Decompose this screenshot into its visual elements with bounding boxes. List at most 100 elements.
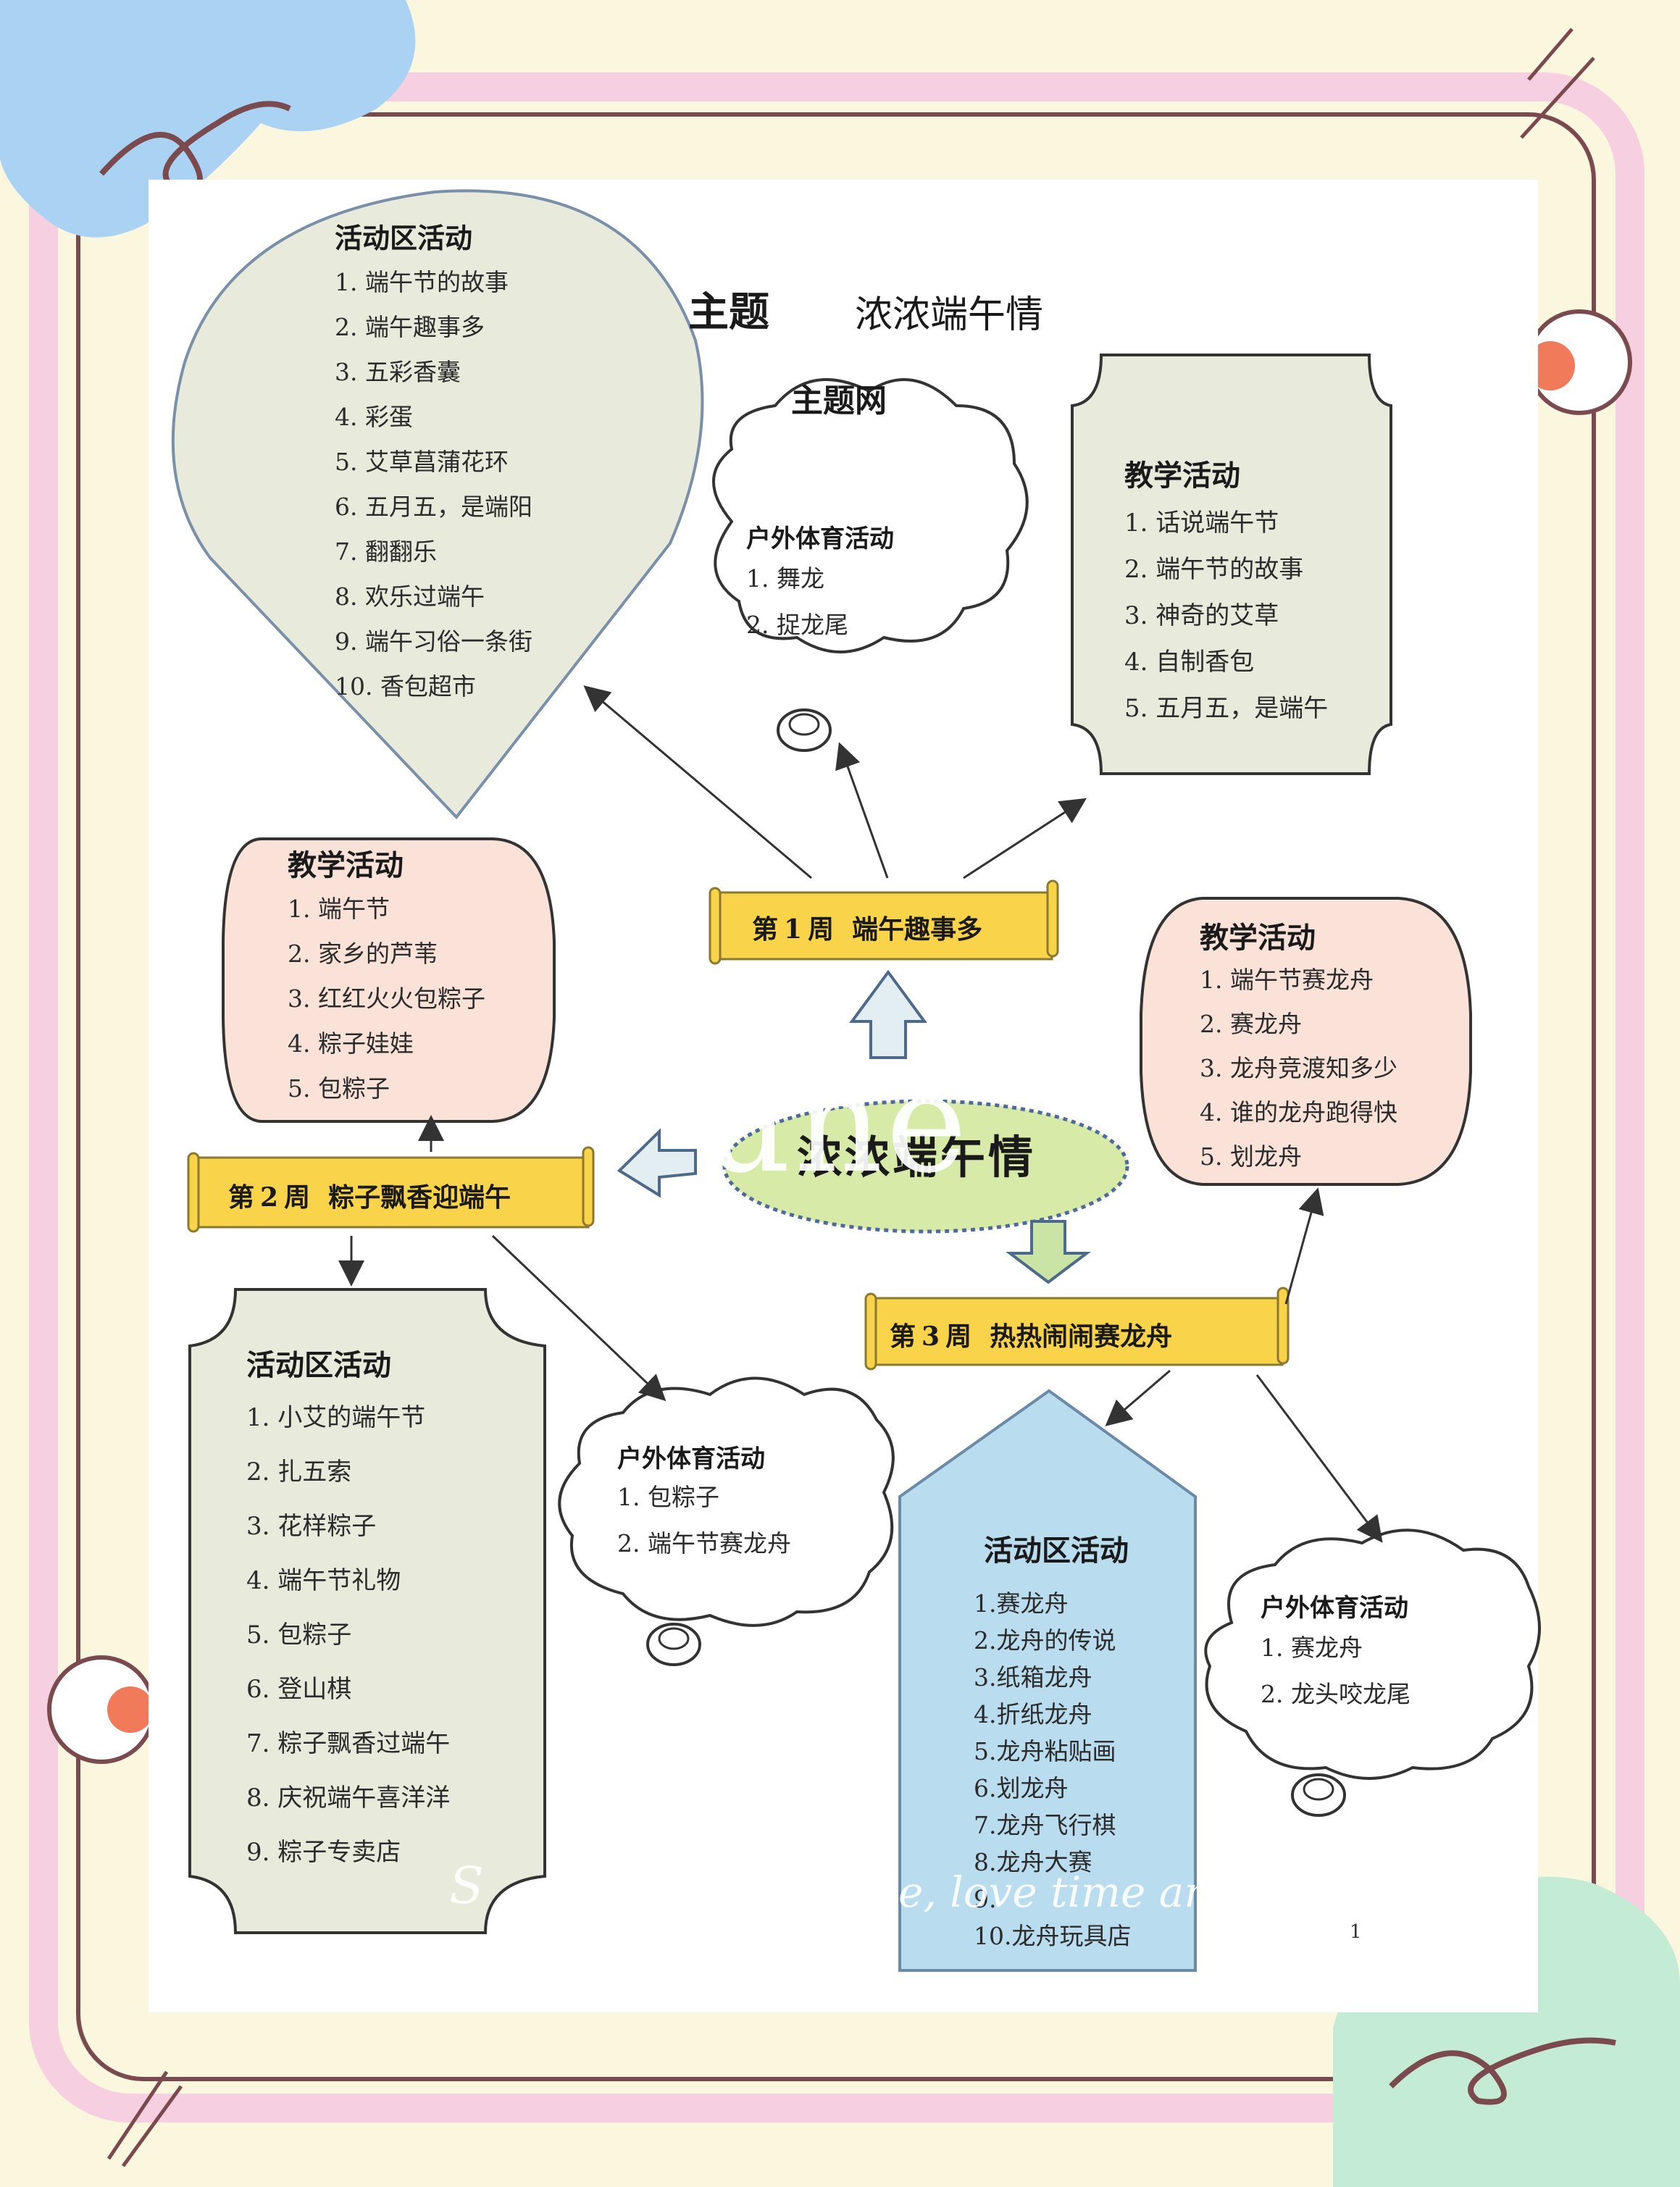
list-item: 4. 彩蛋: [335, 403, 413, 431]
center-down-arrow: [1006, 1220, 1091, 1284]
list-item: 5. 划龙舟: [1200, 1142, 1302, 1171]
blue-blob-decoration: [0, 0, 416, 238]
week1-teaching-shape: [1071, 354, 1392, 775]
week3-teaching-box: 教学活动 1. 端午节赛龙舟 2. 赛龙舟 3. 龙舟竞渡知多少 4. 谁的龙舟…: [1200, 914, 1397, 1179]
list-item: 4. 端午节礼物: [246, 1566, 401, 1595]
list-item: 1. 话说端午节: [1124, 509, 1279, 538]
flower-decoration-right: [1526, 309, 1632, 415]
week3-teaching-shape: [1140, 897, 1472, 1186]
list-item: 8. 欢乐过端午: [335, 582, 485, 611]
list-item: 5. 包粽子: [288, 1074, 390, 1103]
slash-decoration-bottom: [106, 2070, 183, 2167]
week2-teaching-box: 教学活动 1. 端午节 2. 家乡的芦苇 3. 红红火火包粽子 4. 粽子娃娃 …: [288, 842, 485, 1111]
week2-prefix: 第: [228, 1183, 255, 1213]
week2-area-list: 1. 小艾的端午节 2. 扎五索 3. 花样粽子 4. 端午节礼物 5. 包粽子…: [246, 1391, 450, 1880]
week3-prefix: 第: [890, 1322, 916, 1352]
list-item: 3. 花样粽子: [246, 1512, 377, 1541]
list-item: 7. 翻翻乐: [335, 538, 437, 566]
list-item: 8. 庆祝端午喜洋洋: [246, 1784, 451, 1812]
flower-decoration-left: [47, 1655, 156, 1764]
list-item: 1. 舞龙: [746, 564, 824, 593]
week3-area-list: 1.赛龙舟 2.龙舟的传说 3.纸箱龙舟 4.折纸龙舟 5.龙舟粘贴画 6.划龙…: [974, 1585, 1131, 1954]
list-item: 2. 端午节的故事: [1124, 555, 1304, 584]
week3-area-title: 活动区活动: [984, 1534, 1129, 1568]
list-item: 2. 家乡的芦苇: [288, 940, 438, 968]
week2-suffix: 周: [284, 1183, 311, 1213]
list-item: 3. 龙舟竞渡知多少: [1200, 1054, 1397, 1082]
list-item: 10.龙舟玩具店: [974, 1922, 1132, 1950]
center-left-arrow: [617, 1128, 697, 1198]
week1-name: 端午趣事多: [852, 915, 983, 945]
week1-number: 1: [784, 914, 803, 945]
week2-teaching-shape: [222, 837, 556, 1123]
list-item: 7.龙舟飞行棋: [974, 1811, 1116, 1839]
theme-label: 主题: [688, 289, 769, 336]
list-item: 4.折纸龙舟: [974, 1700, 1092, 1728]
week1-teaching-list: 1. 话说端午节 2. 端午节的故事 3. 神奇的艾草 4. 自制香包 5. 五…: [1124, 500, 1328, 732]
week3-suffix: 周: [945, 1322, 972, 1352]
week2-outdoor-list: 1. 包粽子 2. 端午节赛龙舟: [617, 1474, 791, 1567]
arrow-w2-to-outdoor: [491, 1234, 666, 1402]
arrow-w1-to-teaching: [963, 798, 1087, 879]
center-up-arrow: [849, 969, 927, 1059]
week2-teaching-title: 教学活动: [288, 849, 404, 882]
arrow-w3-to-outdoor: [1255, 1374, 1383, 1543]
list-item: 2. 端午节赛龙舟: [617, 1529, 791, 1557]
list-item: 1. 端午节赛龙舟: [1200, 966, 1374, 994]
list-item: 9.: [974, 1885, 997, 1913]
week3-area-shape: [898, 1389, 1197, 1972]
list-item: 1. 端午节的故事: [335, 268, 509, 296]
slash-decoration: [1520, 28, 1595, 139]
list-item: 7. 粽子飘香过端午: [246, 1729, 451, 1758]
week1-area-box: 活动区活动 1. 端午节的故事 2. 端午趣事多 3. 五彩香囊 4. 彩蛋 5…: [335, 216, 532, 709]
week1-prefix: 第: [752, 915, 779, 945]
week2-number: 2: [260, 1182, 279, 1213]
center-ellipse: [722, 1099, 1129, 1234]
squiggle-decoration-bottom: [1389, 2037, 1616, 2105]
list-item: 2. 赛龙舟: [1200, 1010, 1302, 1038]
list-item: 1. 赛龙舟: [1261, 1634, 1363, 1662]
week1-outdoor-title: 户外体育活动: [746, 524, 894, 553]
list-item: 6. 登山棋: [246, 1675, 352, 1704]
week2-outdoor-title: 户外体育活动: [617, 1444, 765, 1473]
list-item: 1. 小艾的端午节: [246, 1403, 426, 1432]
list-item: 1. 包粽子: [617, 1483, 719, 1511]
week3-area-box: 活动区活动 1.赛龙舟 2.龙舟的传说 3.纸箱龙舟 4.折纸龙舟 5.龙舟粘贴…: [974, 1527, 1131, 1954]
week2-banner-shape: [187, 1146, 595, 1233]
week1-area-title: 活动区活动: [335, 222, 473, 254]
list-item: 5. 包粽子: [246, 1621, 352, 1649]
list-item: 5.龙舟粘贴画: [974, 1737, 1116, 1765]
list-item: 2. 龙头咬龙尾: [1261, 1680, 1411, 1708]
list-item: 2. 扎五索: [246, 1458, 352, 1486]
list-item: 3. 神奇的艾草: [1124, 601, 1279, 630]
list-item: 1. 端午节: [288, 895, 390, 923]
week3-outdoor-title: 户外体育活动: [1261, 1594, 1408, 1623]
page-number: 1: [1350, 1921, 1362, 1943]
list-item: 8.龙舟大赛: [974, 1848, 1092, 1876]
week1-area-shape: [171, 189, 704, 820]
list-item: 3. 五彩香囊: [335, 358, 461, 386]
theme-name: 浓浓端午情: [855, 293, 1044, 337]
theme-subtitle: 主题网: [791, 382, 887, 419]
list-item: 9. 端午习俗一条街: [335, 627, 532, 656]
overlay-text-left: S: [449, 1856, 484, 1915]
center-watermark: une: [703, 1043, 971, 1203]
week2-area-shape: [188, 1288, 546, 1934]
week1-teaching-title: 教学活动: [1124, 459, 1240, 493]
overlay-text-right: e, love time and y: [898, 1868, 1276, 1917]
week1-outdoor-cloud: [712, 378, 1029, 752]
list-item: 2. 捉龙尾: [746, 611, 848, 639]
week2-area-title: 活动区活动: [246, 1349, 391, 1382]
list-item: 4. 自制香包: [1124, 648, 1255, 677]
list-item: 2.龙舟的传说: [974, 1626, 1116, 1655]
week1-suffix: 周: [808, 915, 835, 945]
list-item: 3. 红红火火包粽子: [288, 984, 485, 1013]
week3-outdoor-cloud: [1204, 1529, 1541, 1817]
center-label: 浓浓端午情: [797, 1131, 1037, 1184]
week2-teaching-list: 1. 端午节 2. 家乡的芦苇 3. 红红火火包粽子 4. 粽子娃娃 5. 包粽…: [288, 887, 485, 1111]
week1-teaching-box: 教学活动 1. 话说端午节 2. 端午节的故事 3. 神奇的艾草 4. 自制香包…: [1124, 452, 1328, 732]
week2-name: 粽子飘香迎端午: [328, 1183, 511, 1213]
